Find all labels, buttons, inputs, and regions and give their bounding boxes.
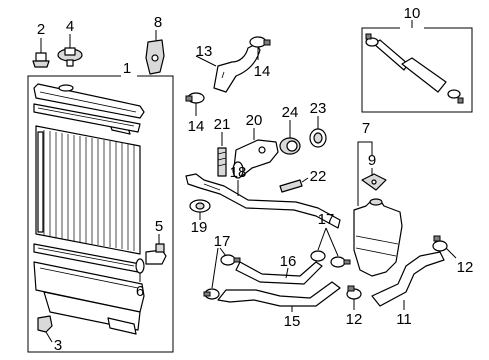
core-fins — [43, 130, 135, 251]
bracket-part-9 — [361, 168, 387, 191]
callout-5: 5 — [155, 218, 163, 235]
callout-17-right: 17 — [318, 211, 335, 228]
hose-part-16 — [235, 261, 323, 285]
thermostat-core — [286, 140, 298, 152]
upper-gasket — [33, 103, 141, 133]
callout-22: 22 — [310, 168, 327, 185]
hose-part-15 — [217, 281, 341, 312]
clamp-ring — [432, 240, 448, 252]
stud-part-21 — [217, 132, 227, 177]
callout-20: 20 — [246, 112, 263, 129]
upper-hose — [213, 43, 261, 93]
lower-tank — [33, 261, 145, 313]
callout-15: 15 — [284, 313, 301, 330]
drain-cock-part-5 — [145, 234, 167, 265]
water-outlet-part-20 — [232, 128, 279, 179]
lower-outlet — [107, 317, 137, 335]
gasket-part-19 — [189, 199, 211, 220]
callout-17-left: 17 — [214, 233, 231, 250]
stud-22-body — [279, 179, 303, 193]
callout-23: 23 — [310, 100, 327, 117]
callout-2: 2 — [37, 21, 45, 38]
callout-9: 9 — [368, 152, 376, 169]
callout-13: 13 — [196, 43, 213, 60]
mount-cushion-part-4 — [57, 34, 83, 67]
callout-7: 7 — [362, 120, 370, 137]
radiator-assembly — [27, 75, 174, 353]
o-ring-part-6 — [135, 258, 145, 282]
reservoir-part-7 — [353, 141, 403, 277]
radiator-cap-neck — [58, 84, 74, 92]
callout-10: 10 — [404, 5, 421, 22]
clamp-tab — [185, 95, 193, 102]
drain-plug — [37, 315, 53, 333]
core-side-plate — [37, 131, 44, 233]
upper-hose-part-13 — [195, 43, 261, 93]
callout-14-lower: 14 — [188, 118, 205, 135]
inset-clamp-lower — [447, 89, 461, 99]
gasket-part-23 — [309, 116, 327, 148]
callout-12-right: 12 — [457, 259, 474, 276]
hose-kit-part-10 — [361, 20, 473, 113]
callout-24: 24 — [282, 104, 299, 121]
callout-16: 16 — [280, 253, 297, 270]
drain-plug-part-3 — [37, 315, 53, 343]
bracket-hole — [151, 54, 159, 62]
callout-11: 11 — [396, 311, 412, 328]
clamp-part-17a — [203, 247, 241, 300]
drain-cock-knob — [155, 243, 165, 253]
cap-body — [35, 52, 47, 62]
callout-6: 6 — [136, 283, 144, 300]
cushion-top — [64, 47, 76, 56]
clamp-ring — [220, 254, 236, 266]
hose-clamp-part-14b — [185, 92, 205, 116]
inset-hose-lower — [401, 57, 447, 93]
cushion-stem — [66, 59, 74, 67]
water-outlet-neck — [232, 161, 244, 179]
callout-1: 1 — [123, 60, 131, 77]
hose-16 — [235, 261, 323, 285]
stud-part-22 — [279, 177, 309, 193]
radiator-core — [35, 125, 141, 255]
water-pipe-part-18 — [185, 173, 341, 229]
inset-hose-upper — [373, 39, 409, 71]
clamp-part-17b — [310, 227, 351, 268]
o-ring — [135, 258, 145, 274]
callout-4: 4 — [66, 18, 74, 35]
upper-tank — [33, 83, 145, 119]
radiator-frame — [27, 75, 174, 353]
cap-base — [32, 60, 50, 68]
bracket-part-8 — [145, 30, 165, 75]
stud-body — [217, 147, 227, 177]
callout-12-bottom: 12 — [346, 311, 363, 328]
inset-frame — [361, 27, 473, 113]
clamp-part-12b — [346, 285, 362, 310]
gasket-inner — [313, 132, 323, 144]
reservoir-hose — [371, 251, 445, 307]
water-pipe — [185, 173, 341, 229]
clamp-tab — [263, 39, 271, 46]
reservoir-tank — [353, 199, 403, 277]
callout-21: 21 — [214, 116, 231, 133]
clamp-ring — [310, 250, 326, 262]
reservoir-cap — [369, 198, 383, 206]
clamp-part-12a — [432, 235, 457, 259]
callout-14-upper: 14 — [254, 63, 271, 80]
callout-3: 3 — [54, 337, 62, 354]
hose-15 — [217, 281, 341, 307]
callout-labels: 1 2 3 4 5 6 7 8 9 10 11 12 12 13 14 14 1… — [37, 5, 474, 354]
gasket-19-inner — [195, 202, 205, 210]
callout-19: 19 — [191, 219, 208, 236]
hose-clamp-part-14a — [249, 36, 271, 60]
callout-8: 8 — [154, 14, 162, 31]
callout-18: 18 — [230, 164, 247, 181]
inset-clamp-upper — [365, 37, 379, 47]
clamp-ring — [330, 256, 346, 268]
hose-part-11 — [371, 251, 445, 310]
cap-part-2 — [32, 38, 50, 68]
thermostat-part-24 — [279, 120, 301, 155]
